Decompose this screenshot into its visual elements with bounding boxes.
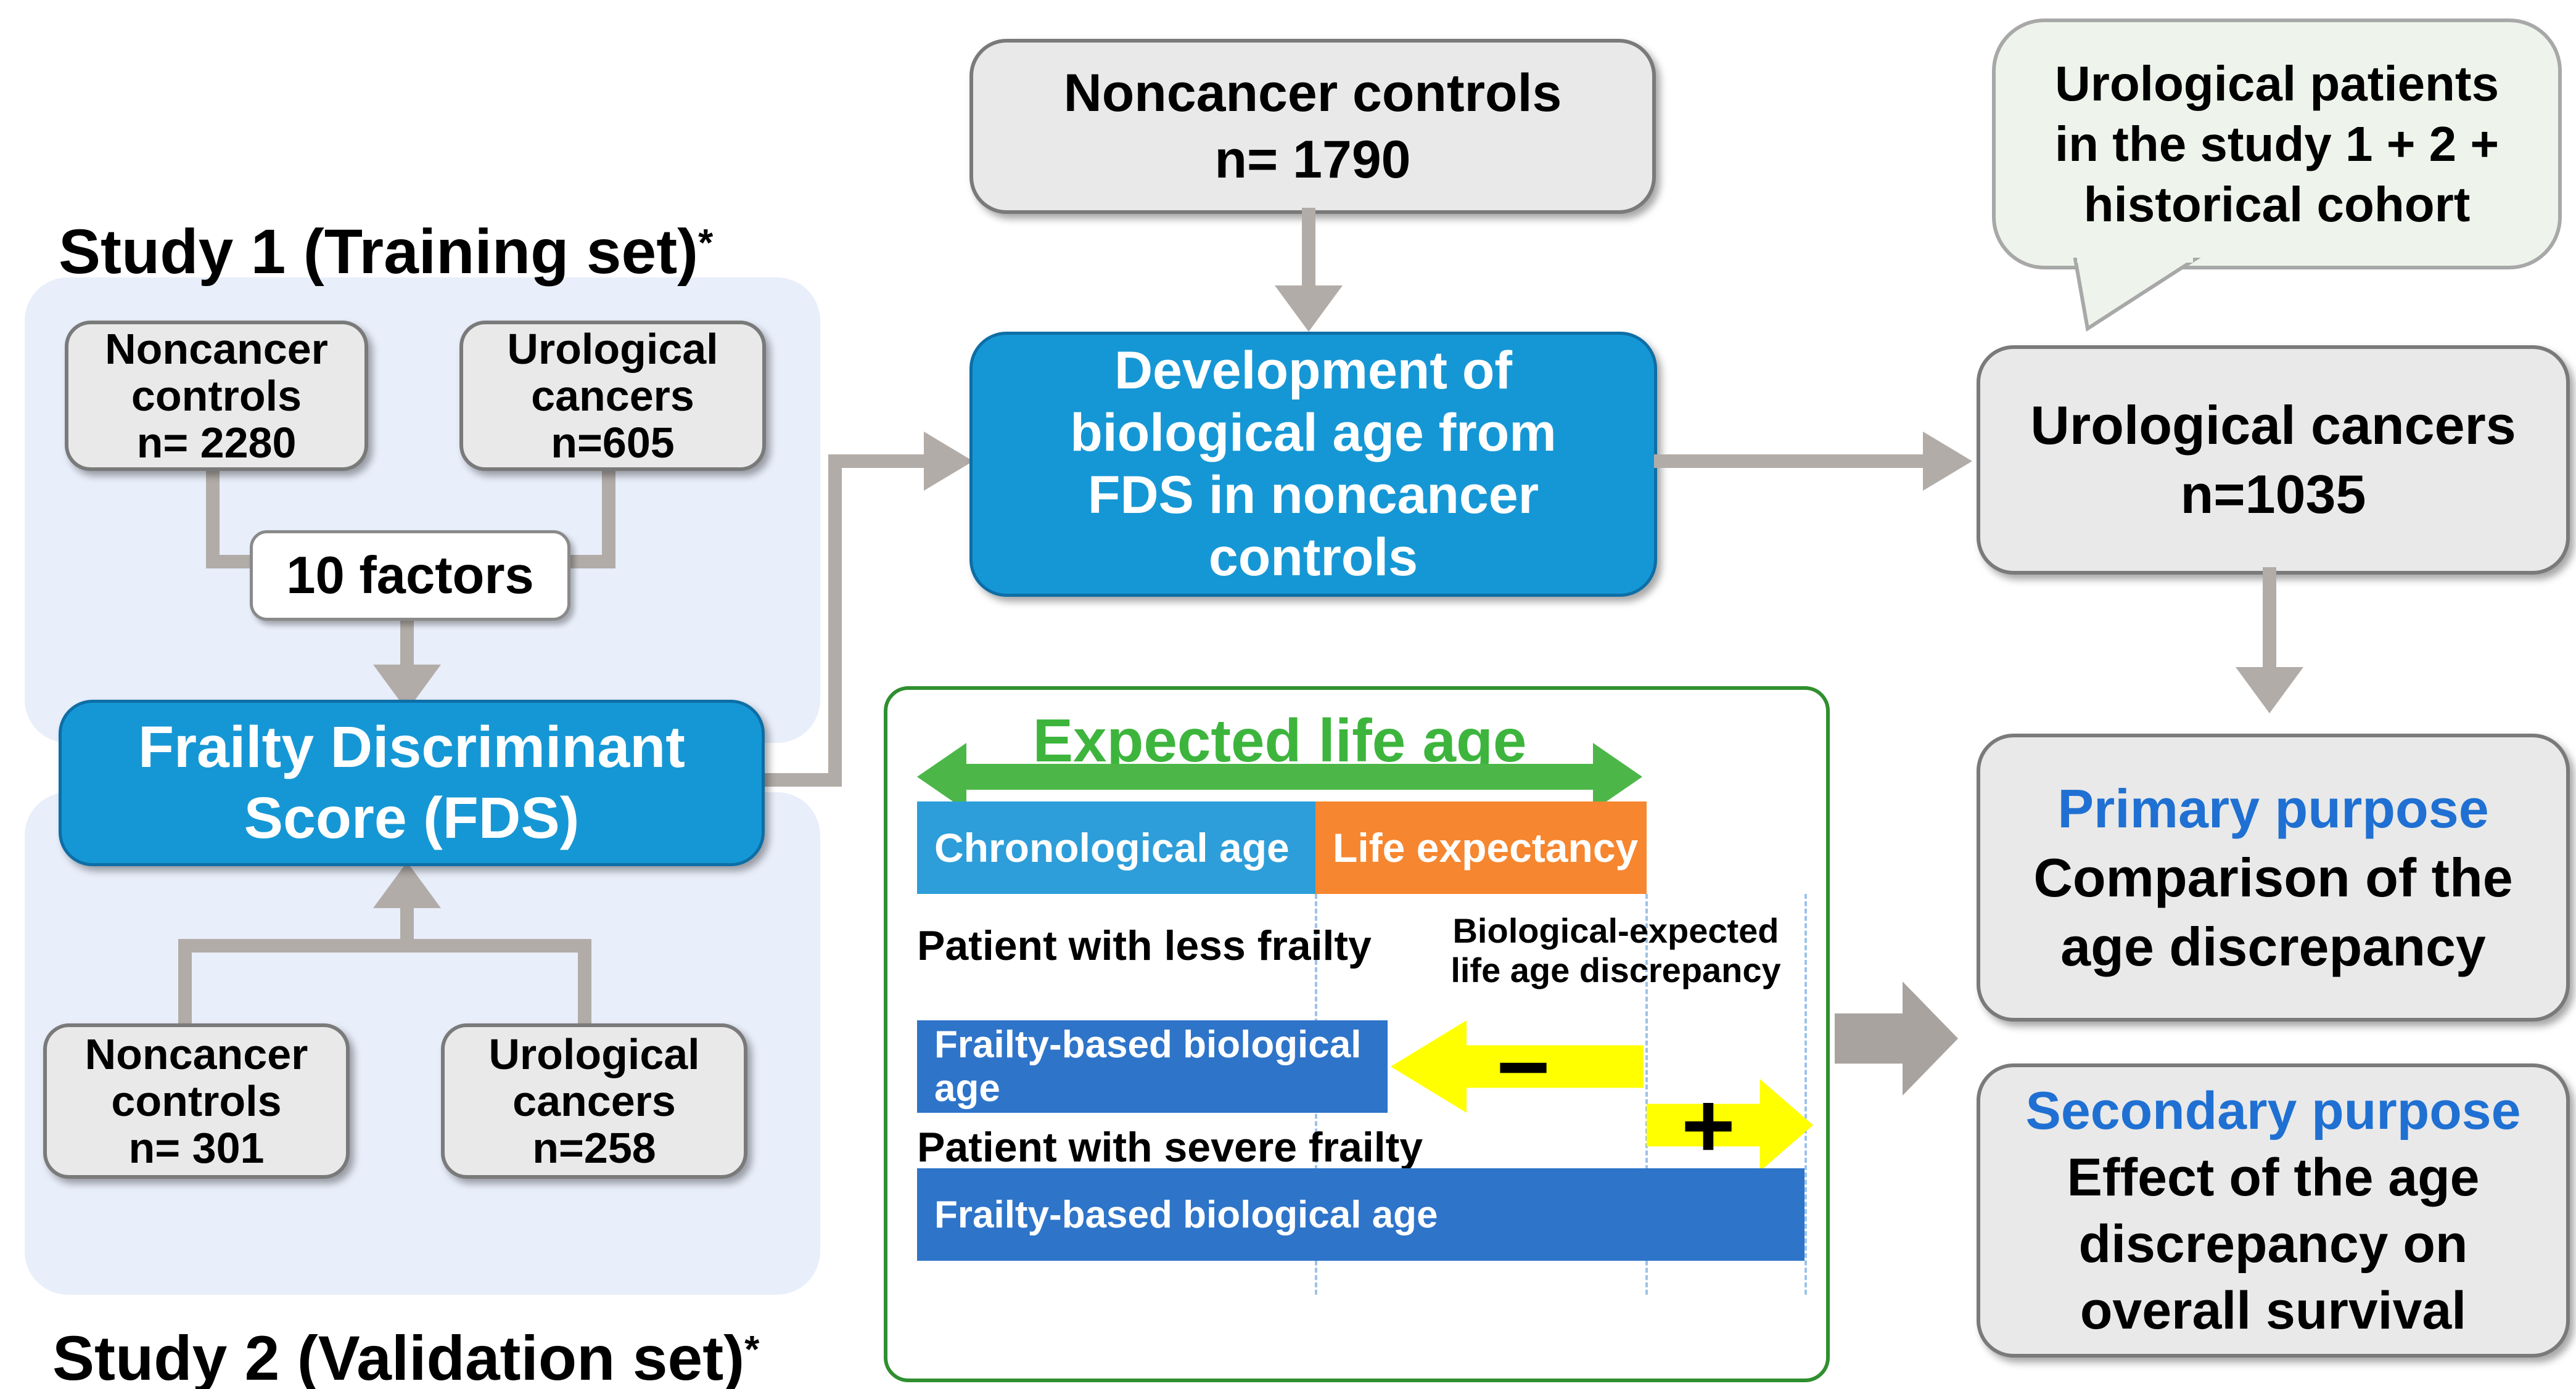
connector-line	[206, 461, 220, 568]
cohort-speech-bubble: Urological patients in the study 1 + 2 +…	[1992, 18, 2562, 269]
arrow-right-icon	[924, 432, 973, 491]
connector-line	[602, 461, 615, 568]
connector-line	[1302, 208, 1315, 288]
frailty-bar-less: Frailty-based biological age	[917, 1020, 1388, 1113]
fds-box: Frailty Discriminant Score (FDS)	[59, 700, 765, 866]
chronological-age-label: Chronological age	[934, 825, 1290, 871]
connector-line	[178, 939, 192, 1026]
study1-title: Study 1 (Training set)	[59, 216, 699, 287]
guide-line	[1645, 894, 1648, 1295]
minus-sign: −	[1480, 1015, 1566, 1118]
primary-purpose-title: Primary purpose	[2057, 777, 2489, 839]
box-line: n= 1790	[1214, 130, 1411, 189]
box-line: Urological	[507, 325, 718, 373]
study1-urological-box: Urological cancers n=605	[459, 321, 766, 471]
study2-noncancer-box: Noncancer controls n= 301	[43, 1023, 350, 1179]
study1-noncancer-box: Noncancer controls n= 2280	[65, 321, 368, 471]
less-frailty-label: Patient with less frailty	[917, 922, 1372, 970]
bubble-line: Urological patients	[2054, 55, 2500, 111]
box-line: n=1035	[2180, 464, 2366, 525]
life-expectancy-box: Life expectancy	[1315, 801, 1647, 894]
box-line: Noncancer controls	[1063, 64, 1562, 123]
connector-line	[760, 773, 842, 787]
box-line: Noncancer	[84, 1030, 308, 1078]
bubble-line: in the study 1 + 2 +	[2054, 116, 2500, 171]
study2-asterisk: *	[744, 1329, 760, 1371]
box-line: n= 301	[128, 1124, 265, 1172]
box-line: cancers	[512, 1077, 676, 1125]
arrow-right-icon	[1923, 432, 1972, 491]
study2-heading: Study 2 (Validation set)*	[52, 1322, 759, 1389]
connector-line	[828, 454, 842, 787]
frailty-bar-label: Frailty-based biological age	[934, 1193, 1438, 1236]
study1-asterisk: *	[698, 222, 714, 264]
connector-line	[178, 939, 591, 953]
arrow-down-icon	[2236, 667, 2303, 713]
box-line: discrepancy on	[2078, 1214, 2468, 1274]
box-line: age discrepancy	[2060, 916, 2486, 977]
box-line: Urological	[488, 1030, 700, 1078]
box-line: controls	[131, 372, 302, 420]
box-line: Frailty Discriminant	[138, 715, 685, 780]
box-line: n=258	[532, 1124, 656, 1172]
primary-purpose-box: Primary purpose Comparison of the age di…	[1977, 734, 2570, 1022]
life-expectancy-label: Life expectancy	[1333, 825, 1639, 871]
study1-heading: Study 1 (Training set)*	[59, 216, 713, 288]
discrepancy-label: Biological-expected life age discrepancy	[1418, 911, 1813, 990]
plus-glyph: +	[1681, 1073, 1735, 1177]
expected-life-span-arrow	[962, 764, 1597, 790]
severe-frailty-label: Patient with severe frailty	[917, 1123, 1423, 1171]
ten-factors-box: 10 factors	[250, 530, 570, 621]
guide-line	[1804, 894, 1807, 1295]
connector-line	[2263, 567, 2276, 669]
secondary-purpose-box: Secondary purpose Effect of the age disc…	[1977, 1063, 2570, 1358]
inset-title: Expected life age	[917, 706, 1642, 776]
minus-glyph: −	[1496, 1014, 1550, 1118]
box-line: overall survival	[2080, 1280, 2467, 1340]
box-line: n= 2280	[136, 419, 297, 467]
connector-line	[400, 897, 414, 953]
block-arrow-right-icon	[1835, 981, 1958, 1096]
urological-1035-box: Urological cancers n=1035	[1977, 345, 2570, 575]
arrow-right-icon	[1593, 743, 1642, 811]
box-line: Score (FDS)	[244, 785, 580, 851]
noncancer-1790-box: Noncancer controls n= 1790	[969, 39, 1656, 214]
frailty-bar-label: Frailty-based biological age	[934, 1023, 1362, 1110]
connector-line	[578, 939, 591, 1026]
connector-line	[206, 555, 254, 568]
discrepancy-line: Biological-expected	[1452, 911, 1779, 950]
plus-sign: +	[1665, 1073, 1751, 1177]
frailty-bar-severe: Frailty-based biological age	[917, 1168, 1804, 1261]
inset-title-text: Expected life age	[1032, 707, 1527, 774]
study2-title: Study 2 (Validation set)	[52, 1323, 745, 1389]
severe-frailty-text: Patient with severe frailty	[917, 1124, 1423, 1171]
speech-bubble-tail	[2073, 258, 2201, 332]
box-line: Development of	[1114, 341, 1513, 400]
arrow-down-icon	[1275, 285, 1343, 332]
box-line: biological age from	[1070, 403, 1557, 462]
box-line: cancers	[531, 372, 694, 420]
box-line: controls	[1208, 528, 1418, 587]
connector-line	[1654, 454, 1924, 468]
less-frailty-text: Patient with less frailty	[917, 922, 1372, 969]
development-box: Development of biological age from FDS i…	[969, 332, 1657, 597]
box-line: Noncancer	[105, 325, 328, 373]
bubble-line: historical cohort	[2083, 176, 2471, 232]
connector-line	[560, 555, 615, 568]
study2-urological-box: Urological cancers n=258	[441, 1023, 747, 1179]
box-line: Effect of the age	[2067, 1147, 2480, 1207]
box-line: Urological cancers	[2030, 395, 2516, 456]
box-line: 10 factors	[286, 546, 534, 605]
secondary-purpose-title: Secondary purpose	[2025, 1081, 2521, 1141]
box-line: n=605	[551, 419, 675, 467]
box-line: Comparison of the	[2033, 846, 2513, 908]
connector-line	[828, 454, 925, 468]
box-line: FDS in noncancer	[1087, 465, 1539, 525]
box-line: controls	[111, 1077, 282, 1125]
connector-line	[400, 615, 414, 667]
arrow-left-icon	[917, 743, 966, 811]
chronological-age-box: Chronological age	[917, 801, 1315, 894]
discrepancy-line: life age discrepancy	[1451, 951, 1781, 990]
